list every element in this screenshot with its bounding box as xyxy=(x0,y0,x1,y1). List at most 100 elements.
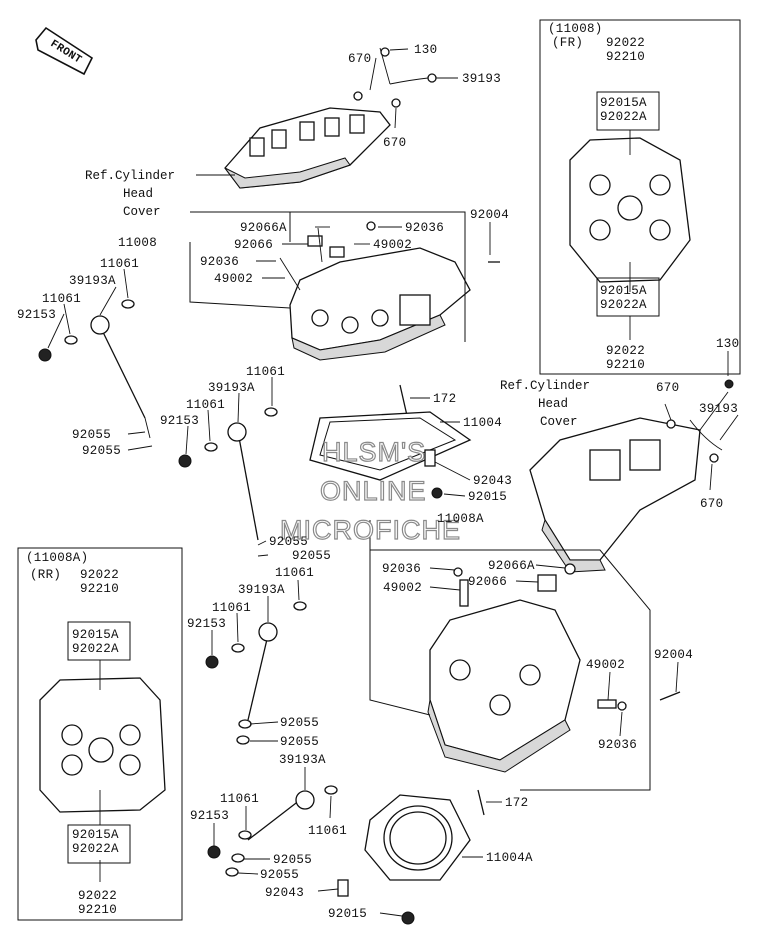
inset-rr-bot1: 92022 xyxy=(78,889,117,903)
label-11061-f: 11061 xyxy=(212,601,251,615)
label-92066-a: 92066 xyxy=(234,238,273,252)
gasket-11004A xyxy=(337,794,471,925)
label-11061-c: 11061 xyxy=(246,365,285,379)
inset-rear-head xyxy=(17,547,183,921)
ref-cover-front-line2: Head xyxy=(123,187,153,201)
lower-oil-pipe-2 xyxy=(207,785,338,877)
label-39193-b: 39193 xyxy=(699,402,738,416)
ref-cover-rear-line1: Ref.Cylinder xyxy=(500,379,590,393)
ref-cover-rear-line3: Cover xyxy=(540,415,578,429)
front-direction-badge: FRONT xyxy=(35,26,94,76)
inset-fr-top1: 92022 xyxy=(606,36,645,50)
inset-fr-sub: (FR) xyxy=(552,36,583,50)
label-670-a: 670 xyxy=(348,52,371,66)
label-130-a: 130 xyxy=(414,43,437,57)
label-39193-a: 39193 xyxy=(462,72,501,86)
ref-cover-front-line3: Cover xyxy=(123,205,161,219)
label-92015-a: 92015 xyxy=(468,490,507,504)
label-11004A: 11004A xyxy=(486,851,533,865)
inset-rr-low1: 92015A xyxy=(72,828,119,842)
inset-rr-top1: 92022 xyxy=(80,568,119,582)
watermark-line-2: ONLINE xyxy=(320,476,427,506)
label-92055-d: 92055 xyxy=(292,549,331,563)
watermark-line-1: HLSM'S xyxy=(322,437,426,467)
label-92043-b: 92043 xyxy=(265,886,304,900)
label-92036-a: 92036 xyxy=(405,221,444,235)
label-92066A-a: 92066A xyxy=(240,221,287,235)
ref-cover-front-line1: Ref.Cylinder xyxy=(85,169,175,183)
label-172-b: 172 xyxy=(505,796,528,810)
label-92055-a: 92055 xyxy=(72,428,111,442)
inset-fr-top2: 92210 xyxy=(606,50,645,64)
lower-oil-pipe-1 xyxy=(205,601,307,745)
leader-lines xyxy=(47,48,739,917)
inset-fr-title: (11008) xyxy=(548,22,603,36)
label-92153-c: 92153 xyxy=(187,617,226,631)
label-92004-a: 92004 xyxy=(470,208,509,222)
watermark: HLSM'S ONLINE MICROFICHE xyxy=(279,436,461,545)
inset-rr-low2: 92022A xyxy=(72,842,119,856)
ref-cover-rear-line2: Head xyxy=(538,397,568,411)
label-39193A-b: 39193A xyxy=(208,381,255,395)
label-92066A-b: 92066A xyxy=(488,559,535,573)
inset-front-head xyxy=(539,19,741,375)
label-49002-c: 49002 xyxy=(383,581,422,595)
label-92055-c: 92055 xyxy=(269,535,308,549)
inset-fr-mid1: 92015A xyxy=(600,96,647,110)
label-39193A-d: 39193A xyxy=(279,753,326,767)
label-92055-g: 92055 xyxy=(273,853,312,867)
label-670-c: 670 xyxy=(656,381,679,395)
label-11008A: 11008A xyxy=(437,512,484,526)
label-11061-g: 11061 xyxy=(220,792,259,806)
label-92036-b: 92036 xyxy=(200,255,239,269)
label-11061-e: 11061 xyxy=(275,566,314,580)
label-11061-d: 11061 xyxy=(186,398,225,412)
label-670-d: 670 xyxy=(700,497,723,511)
watermark-line-3: MICROFICHE xyxy=(280,515,461,545)
inset-rr-sub: (RR) xyxy=(30,568,61,582)
inset-rr-title: (11008A) xyxy=(26,551,88,565)
inset-fr-low1: 92015A xyxy=(600,284,647,298)
inset-fr-bot2: 92210 xyxy=(606,358,645,372)
inset-rr-bot2: 92210 xyxy=(78,903,117,917)
label-92043-a: 92043 xyxy=(473,474,512,488)
inset-rr-mid1: 92015A xyxy=(72,628,119,642)
inset-fr-low2: 92022A xyxy=(600,298,647,312)
label-92036-d: 92036 xyxy=(598,738,637,752)
label-39193A-a: 39193A xyxy=(69,274,116,288)
label-39193A-c: 39193A xyxy=(238,583,285,597)
front-cylinder-head xyxy=(279,221,500,361)
label-130-b: 130 xyxy=(716,337,739,351)
label-11061-b: 11061 xyxy=(42,292,81,306)
label-92055-f: 92055 xyxy=(280,735,319,749)
label-11061-a: 11061 xyxy=(100,257,139,271)
front-cylinder-head-cover xyxy=(224,47,437,189)
label-92066-b: 92066 xyxy=(468,575,507,589)
label-92015-b: 92015 xyxy=(328,907,367,921)
label-172-a: 172 xyxy=(433,392,456,406)
label-92153-a: 92153 xyxy=(17,308,56,322)
label-49002-a: 49002 xyxy=(373,238,412,252)
rear-head-bracket xyxy=(369,520,651,791)
label-92153-b: 92153 xyxy=(160,414,199,428)
inset-rr-mid2: 92022A xyxy=(72,642,119,656)
label-92153-d: 92153 xyxy=(190,809,229,823)
label-92055-b: 92055 xyxy=(82,444,121,458)
label-11008: 11008 xyxy=(118,236,157,250)
lower-stud-172 xyxy=(477,789,485,816)
inset-rr-top2: 92210 xyxy=(80,582,119,596)
rear-cylinder-head-cover xyxy=(529,379,734,573)
label-92036-c: 92036 xyxy=(382,562,421,576)
inset-fr-mid2: 92022A xyxy=(600,110,647,124)
label-49002-b: 49002 xyxy=(214,272,253,286)
gasket-11004 xyxy=(309,411,472,499)
label-92004-b: 92004 xyxy=(654,648,693,662)
label-49002-d: 49002 xyxy=(586,658,625,672)
middle-oil-pipe xyxy=(178,407,278,541)
front-head-bracket xyxy=(189,211,466,342)
inset-fr-bot1: 92022 xyxy=(606,344,645,358)
label-92055-e: 92055 xyxy=(280,716,319,730)
upper-oil-pipe xyxy=(38,299,151,439)
label-11004: 11004 xyxy=(463,416,502,430)
